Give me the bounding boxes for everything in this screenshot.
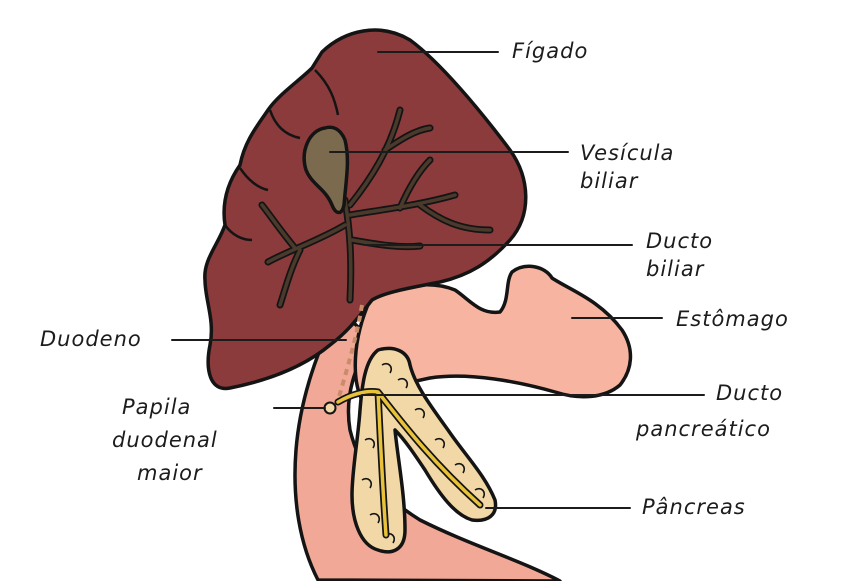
- label-papila-line2: duodenal: [112, 428, 218, 452]
- label-ducto-biliar-line2: biliar: [646, 257, 705, 281]
- label-papila-line1: Papila: [122, 395, 191, 419]
- label-vesicula-line2: biliar: [580, 169, 639, 193]
- papilla-marker: [325, 403, 336, 414]
- label-papila-line3: maior: [137, 461, 203, 485]
- label-pancreas: Pâncreas: [642, 495, 746, 519]
- label-ducto-biliar-line1: Ducto: [646, 229, 713, 253]
- label-estomago: Estômago: [676, 307, 789, 331]
- label-figado: Fígado: [512, 39, 588, 63]
- label-ducto-pancreatico-line1: Ducto: [716, 381, 783, 405]
- label-ducto-pancreatico-line2: pancreático: [635, 417, 771, 441]
- label-vesicula-line1: Vesícula: [580, 141, 674, 165]
- label-duodeno: Duodeno: [40, 327, 142, 351]
